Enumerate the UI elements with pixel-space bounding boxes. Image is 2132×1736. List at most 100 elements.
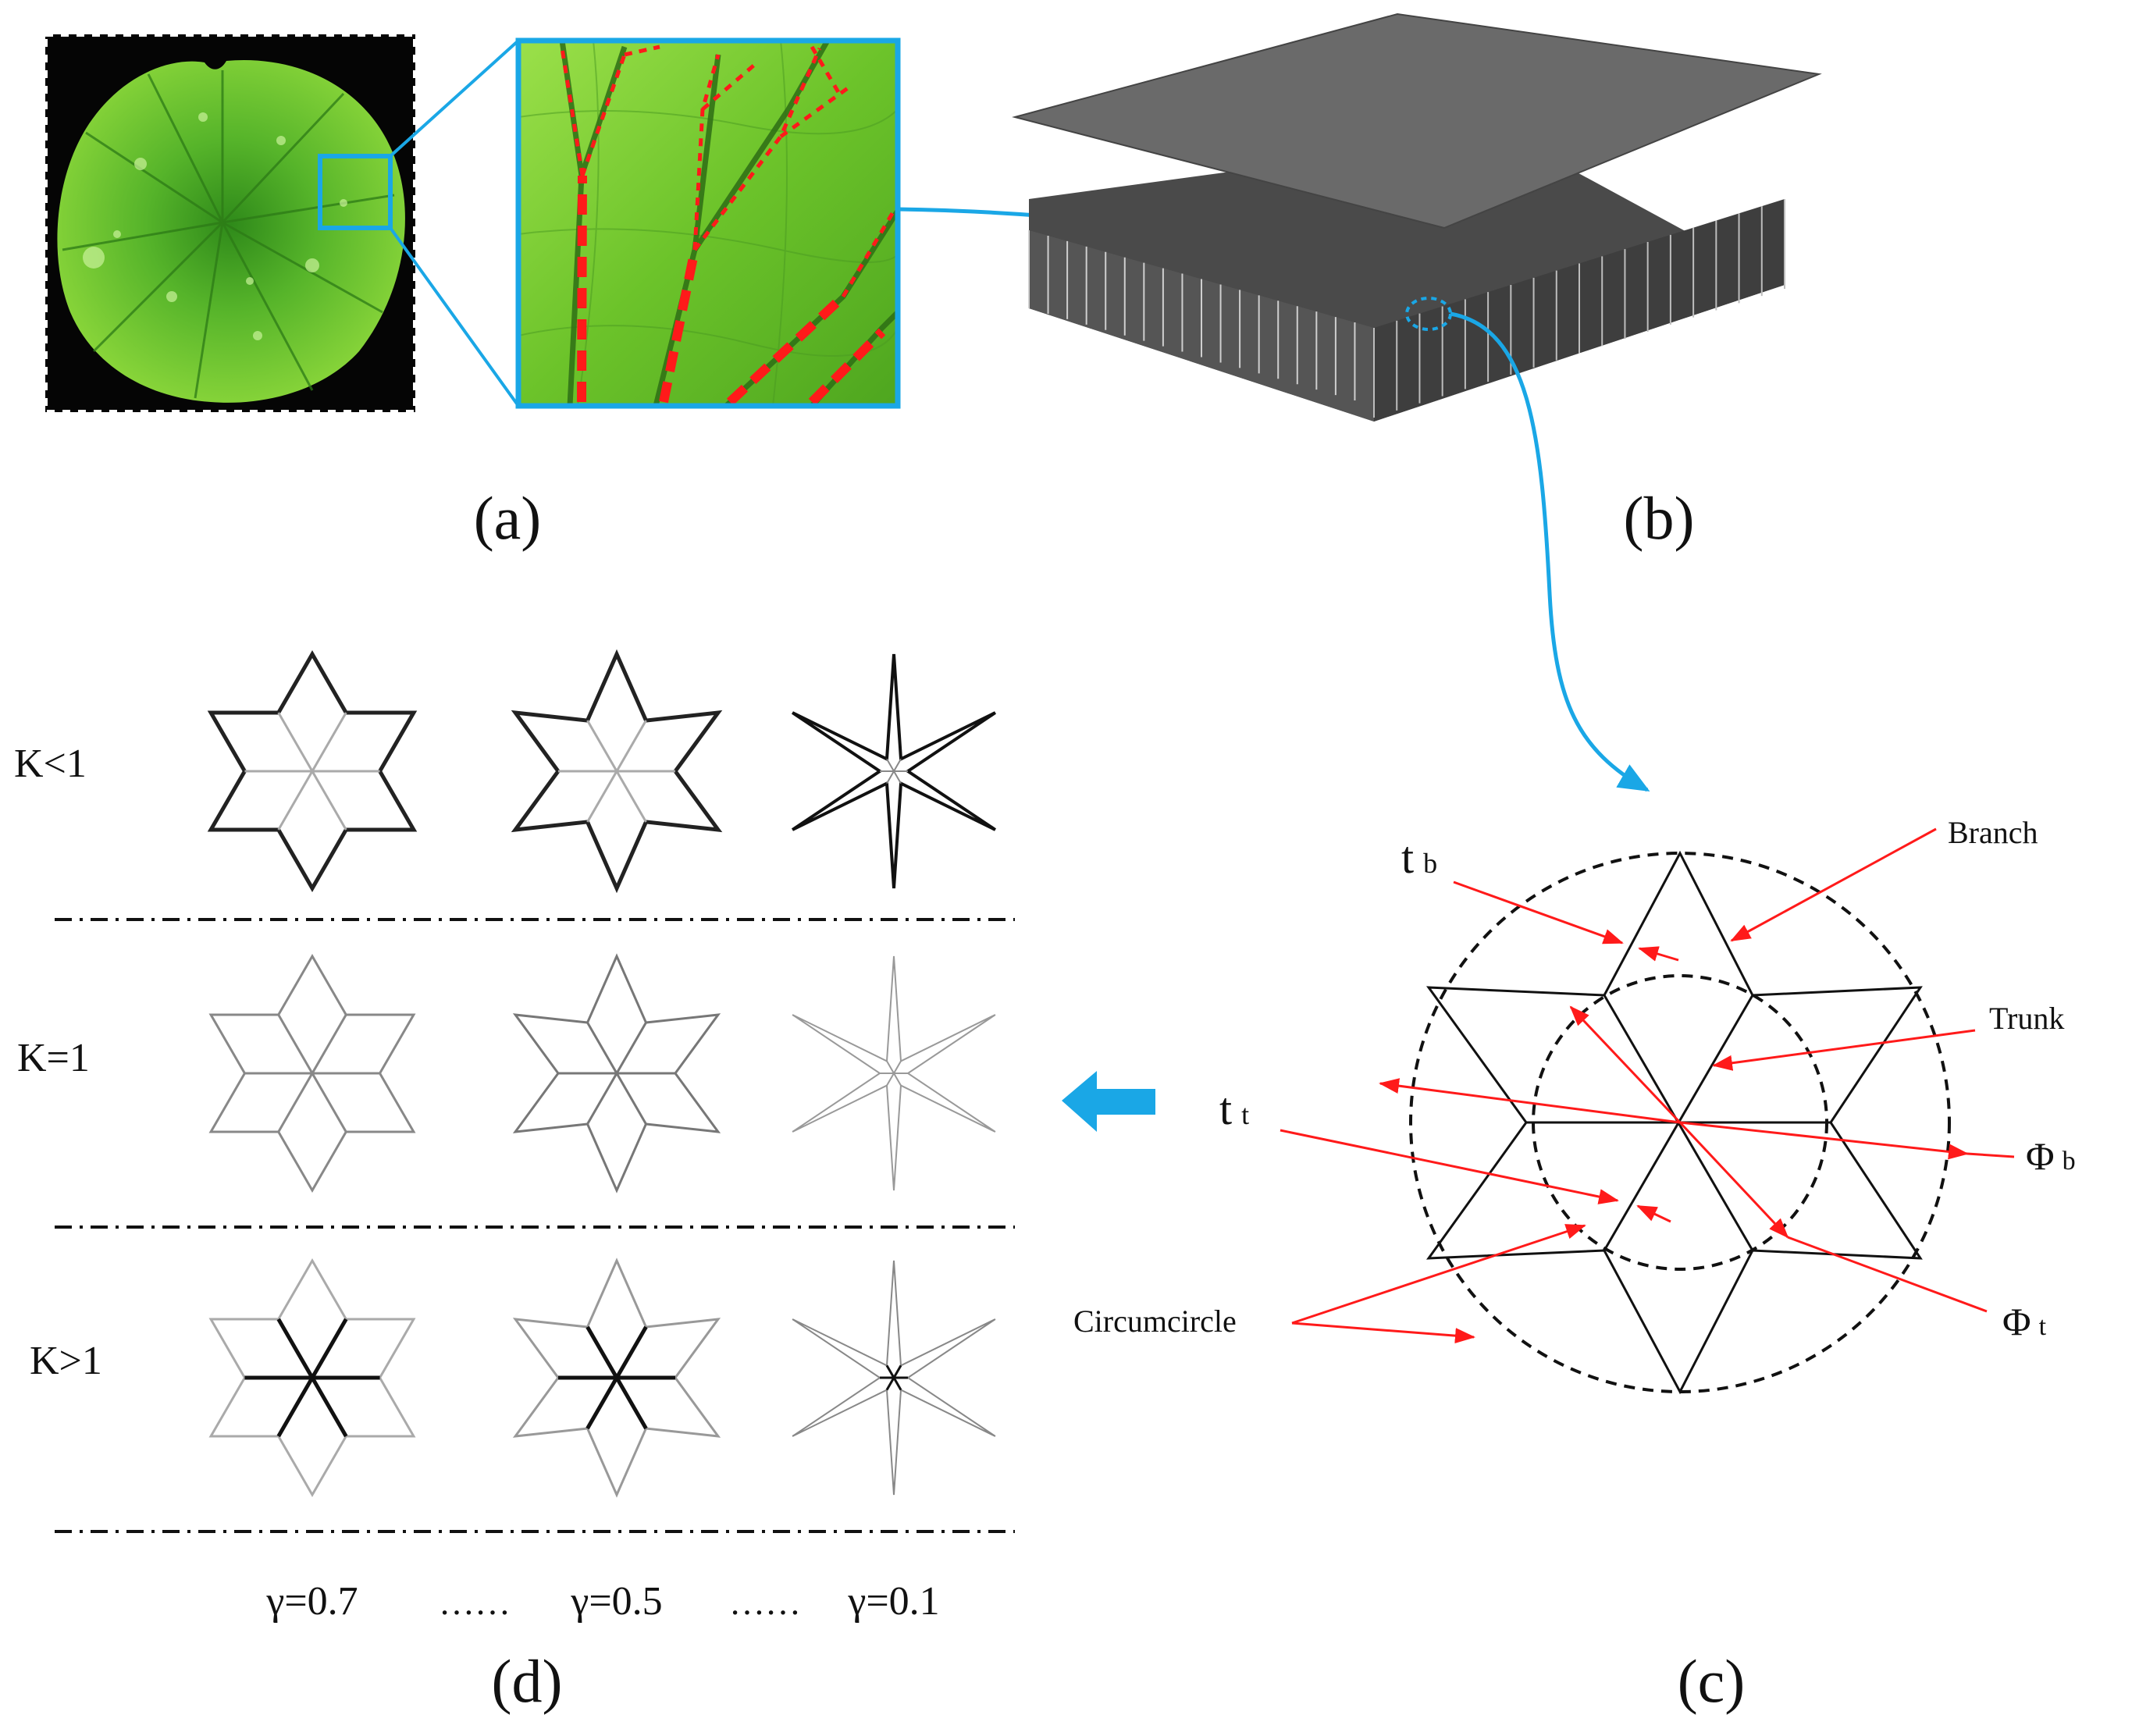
star-trunk-line [886,758,895,772]
zoom-connector-bottom [389,226,520,407]
star-trunk-line [893,1073,902,1087]
panel-b: (b) [1012,12,1822,552]
star-trunk-line [893,770,902,784]
star-trunk-line [311,1073,347,1133]
star-variant [792,955,996,1191]
star-trunk-line [614,1376,648,1430]
gamma-label-2: γ=0.5 [570,1579,662,1624]
star-branch-outline [207,649,418,893]
star-trunk-line [585,1376,619,1430]
star-variant [511,649,723,894]
branch-label: Branch [1948,815,2038,850]
star-variant [512,1258,721,1498]
star-branch-outline [512,1258,721,1498]
vein-zoom-image [518,41,898,406]
star-trunk-line [614,1325,648,1379]
star-trunk-line [586,1022,618,1074]
star-trunk-line [276,1318,315,1379]
vein-red-markers [560,44,896,406]
arrow-phit-left [1569,1005,1682,1124]
zoom-selection-box [318,154,393,230]
dots-1: …… [439,1582,511,1622]
star-trunk-line [615,1073,647,1125]
arrow-trunk [1712,1029,1976,1071]
star-trunk-line [585,1325,619,1379]
star-branch-outline [511,649,723,894]
star-trunk-line [886,770,895,784]
panel-d: K<1 K=1 K>1 γ=0.7 …… γ=0.5 …… γ=0.1 (d) [14,649,1015,1715]
star-trunk-line [615,770,647,823]
arrow-b-to-c [1450,311,1650,792]
star-trunk-line [277,1073,314,1133]
row-label-k-gt-1: K>1 [30,1339,102,1383]
arrow-phit-right [1678,1121,1789,1239]
gamma-label-3: γ=0.1 [847,1579,939,1624]
star-trunk-line [586,720,618,772]
honeycomb-core [1028,134,1785,422]
star-variant [512,953,721,1194]
star-trunk-line [276,1376,315,1438]
arrow-tt-2 [1636,1204,1671,1223]
star-trunk-line [310,1318,348,1379]
row-label-k-lt-1: K<1 [14,742,87,786]
star-variant [208,953,416,1194]
star-trunk-line [893,1060,902,1074]
annotation-arrows [1280,827,2015,1344]
star-trunk-line [885,1377,895,1391]
top-face-sheet [1012,12,1822,229]
star-trunk-line [886,1060,895,1074]
star-trunk-line [277,770,314,831]
star-trunk-line [277,1014,314,1074]
star-variant [792,1260,996,1496]
arrow-tb-1 [1453,880,1624,944]
arrow-phib-right [1679,1121,1969,1160]
star-trunk-line [311,712,347,772]
circumcircle-label: Circumcircle [1073,1304,1237,1339]
star-variant [208,1258,416,1498]
star-branch-outline [208,1258,416,1498]
star-variant-grid [207,649,997,1498]
panel-b-label: (b) [1624,484,1695,552]
arrow-branch [1730,827,1937,942]
panel-d-label: (d) [492,1647,563,1715]
star-trunk-line [886,1073,895,1087]
row-label-k-eq-1: K=1 [17,1036,90,1080]
star-trunk-line [885,1364,895,1378]
lotus-leaf-image [57,60,405,403]
star-trunk-line [892,1377,902,1391]
star-trunk-line [615,1022,647,1074]
arrow-tb-2 [1638,946,1679,962]
panel-a-label: (a) [474,484,542,552]
star-branch-outline [792,955,996,1191]
arrow-phib-left [1379,1078,1681,1124]
zoom-connector-top [389,39,520,158]
star-trunk-line [311,1014,347,1074]
gamma-label-1: γ=0.7 [265,1579,358,1624]
star-trunk-line [586,770,618,823]
dots-2: …… [729,1582,801,1622]
star-branch-outline [792,1260,996,1496]
star-trunk-line [615,720,647,772]
star-branch-outline [208,953,416,1194]
star-branch-outline [512,953,721,1194]
star-trunk-line [586,1073,618,1125]
arrow-circum-outer [1291,1322,1475,1344]
star-variant [791,653,997,889]
star-trunk-line [277,712,314,772]
star-branch-outline [791,653,997,889]
trunk-label: Trunk [1989,1001,2064,1036]
star-variant [207,649,418,893]
arrow-c-to-d [1062,1071,1155,1132]
arrow-tt-1 [1280,1129,1619,1204]
panel-a: (a) [43,32,901,552]
star-trunk-line [893,758,902,772]
star-trunk-line [892,1364,902,1378]
vein-zoom-frame [515,37,901,409]
arrow-circum-inner [1291,1224,1586,1325]
